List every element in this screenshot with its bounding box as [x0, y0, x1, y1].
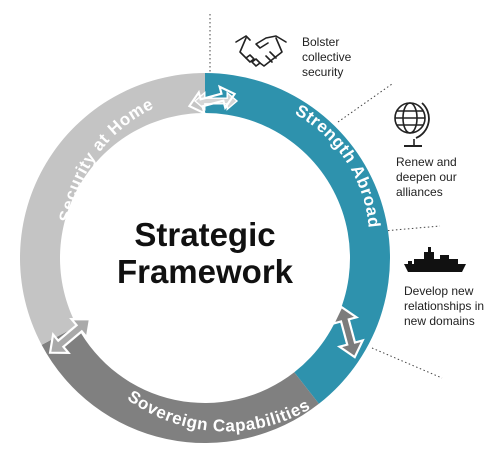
handshake-icon	[235, 35, 287, 67]
ship-icon	[404, 247, 466, 272]
outcome-text-alliances: Renew and deepen our alliances	[396, 155, 457, 199]
divider-line-upper	[337, 83, 393, 123]
outcome-text-collective-security: Bolster collective security	[302, 35, 352, 79]
globe-icon	[394, 102, 430, 147]
arrow-right	[331, 305, 365, 359]
arrow-left	[48, 317, 92, 355]
divider-line-middle	[371, 225, 441, 233]
center-title-line-2: Framework	[117, 253, 294, 290]
divider-line-lower	[371, 347, 443, 379]
outcome-text-new-domains: Develop new relationships in new domains	[404, 284, 485, 328]
arrow-top	[187, 84, 239, 116]
segment-security-at-home	[19, 73, 205, 345]
segment-sovereign-capabilities	[41, 326, 319, 443]
center-title-line-1: Strategic	[134, 216, 275, 253]
